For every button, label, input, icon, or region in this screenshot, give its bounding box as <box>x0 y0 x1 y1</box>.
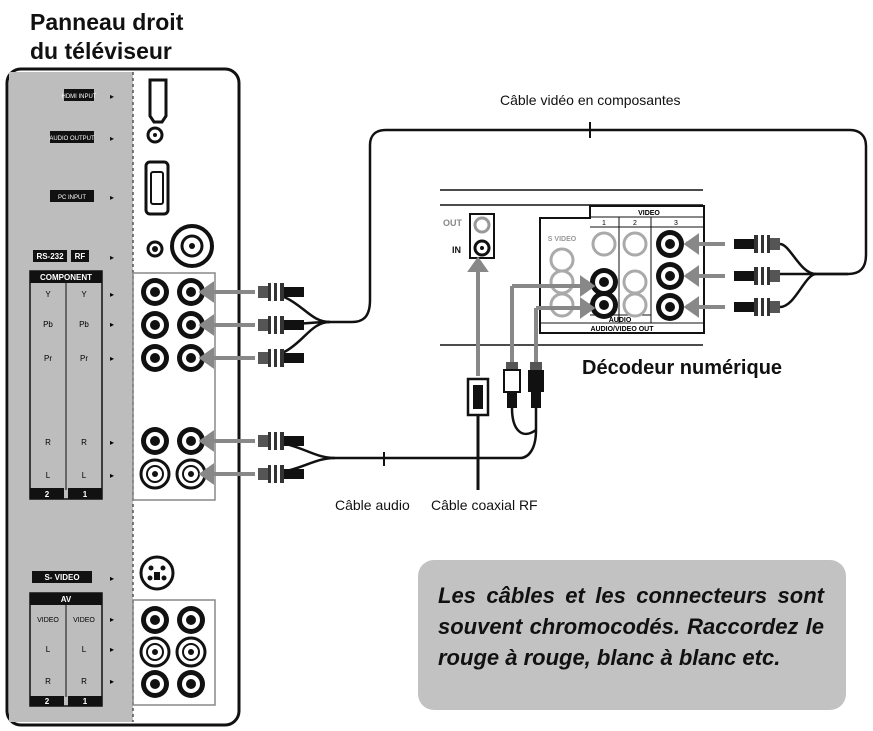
rf-input <box>170 224 214 268</box>
svg-text:Y: Y <box>81 290 87 299</box>
svg-text:Pb: Pb <box>79 320 89 329</box>
decoder-side-plugs <box>734 235 780 316</box>
svg-text:VIDEO: VIDEO <box>73 617 95 624</box>
svg-text:R: R <box>81 438 87 447</box>
svg-text:AUDIO OUTPUT: AUDIO OUTPUT <box>49 136 95 142</box>
svideo-port <box>139 555 175 591</box>
svg-text:1: 1 <box>83 697 88 706</box>
audio-output-jack <box>146 126 164 144</box>
svg-text:▸: ▸ <box>110 574 114 583</box>
svg-text:IN: IN <box>452 245 461 255</box>
svg-text:VIDEO: VIDEO <box>37 617 59 624</box>
svg-text:L: L <box>46 645 51 654</box>
svg-text:▸: ▸ <box>110 471 114 480</box>
panel-title-line2: du téléviseur <box>30 38 172 64</box>
svg-text:▸: ▸ <box>110 193 114 202</box>
svg-text:R: R <box>81 677 87 686</box>
color-code-note: Les câbles et les connecteurs sont souve… <box>418 560 846 710</box>
svg-text:Y: Y <box>45 290 51 299</box>
svg-text:S- VIDEO: S- VIDEO <box>44 573 79 582</box>
panel-title-line1: Panneau droit <box>30 9 184 35</box>
audio-cable-label: Câble audio <box>335 497 410 513</box>
svg-text:1: 1 <box>83 490 88 499</box>
svg-text:▸: ▸ <box>110 290 114 299</box>
tv-label-rs232-rf: RS-232 RF ▸ <box>33 250 114 262</box>
svg-text:RF: RF <box>75 252 86 261</box>
svg-text:COMPONENT: COMPONENT <box>40 273 92 282</box>
tv-component-block: COMPONENT 2 1 Y Pb Pr Y Pb Pr R L R L ▸ … <box>29 270 114 500</box>
svg-text:R: R <box>45 438 51 447</box>
svg-text:▸: ▸ <box>110 92 114 101</box>
svg-text:▸: ▸ <box>110 354 114 363</box>
svg-text:OUT: OUT <box>443 218 463 228</box>
rf-cable <box>466 377 490 490</box>
svg-text:VIDEO: VIDEO <box>638 210 660 217</box>
svg-text:AUDIO/VIDEO OUT: AUDIO/VIDEO OUT <box>590 326 654 333</box>
svg-text:▸: ▸ <box>110 438 114 447</box>
svg-text:L: L <box>82 645 87 654</box>
tv-label-hdmi: HDMI INPUT ▸ <box>62 89 114 101</box>
note-text: Les câbles et les connecteurs sont souve… <box>438 583 824 670</box>
svg-text:3: 3 <box>674 220 678 227</box>
svg-text:L: L <box>46 471 51 480</box>
svg-text:S VIDEO: S VIDEO <box>548 236 577 243</box>
tv-panel <box>5 67 241 727</box>
component-cable-label: Câble vidéo en composantes <box>500 92 681 108</box>
svg-text:AUDIO: AUDIO <box>609 317 632 324</box>
svg-text:2: 2 <box>45 490 50 499</box>
svg-text:Pr: Pr <box>80 354 88 363</box>
tv-av-block: AV 2 1 VIDEO L R VIDEO L R ▸ ▸ ▸ <box>29 592 114 707</box>
svg-text:Pr: Pr <box>44 354 52 363</box>
svg-text:Pb: Pb <box>43 320 53 329</box>
panel-title: Panneau droit du téléviseur <box>30 8 183 66</box>
svg-text:▸: ▸ <box>110 615 114 624</box>
vga-port <box>144 160 170 216</box>
tv-label-audio-output: AUDIO OUTPUT ▸ <box>49 131 114 143</box>
hdmi-port <box>148 78 168 124</box>
svg-text:PC INPUT: PC INPUT <box>58 195 86 201</box>
audio-plugs-vertical <box>503 362 544 408</box>
svg-text:▸: ▸ <box>110 134 114 143</box>
svg-text:RS-232: RS-232 <box>36 252 64 261</box>
svg-text:R: R <box>45 677 51 686</box>
svg-text:▸: ▸ <box>110 320 114 329</box>
rs232-jack <box>146 240 164 258</box>
tv-side-plugs <box>258 283 304 483</box>
svg-text:▸: ▸ <box>110 253 114 262</box>
svg-text:▸: ▸ <box>110 645 114 654</box>
svg-text:AV: AV <box>61 595 72 604</box>
coax-cable-label: Câble coaxial RF <box>431 497 538 513</box>
svg-text:▸: ▸ <box>110 677 114 686</box>
svg-text:HDMI INPUT: HDMI INPUT <box>62 94 97 100</box>
decoder-label: Décodeur numérique <box>582 357 783 379</box>
connection-arrows <box>198 233 725 485</box>
svg-text:2: 2 <box>633 220 637 227</box>
svg-text:L: L <box>82 471 87 480</box>
svg-text:1: 1 <box>602 220 606 227</box>
tv-label-svideo: S- VIDEO ▸ <box>32 571 114 583</box>
tv-label-pc-input: PC INPUT ▸ <box>50 190 114 202</box>
svg-text:2: 2 <box>45 697 50 706</box>
